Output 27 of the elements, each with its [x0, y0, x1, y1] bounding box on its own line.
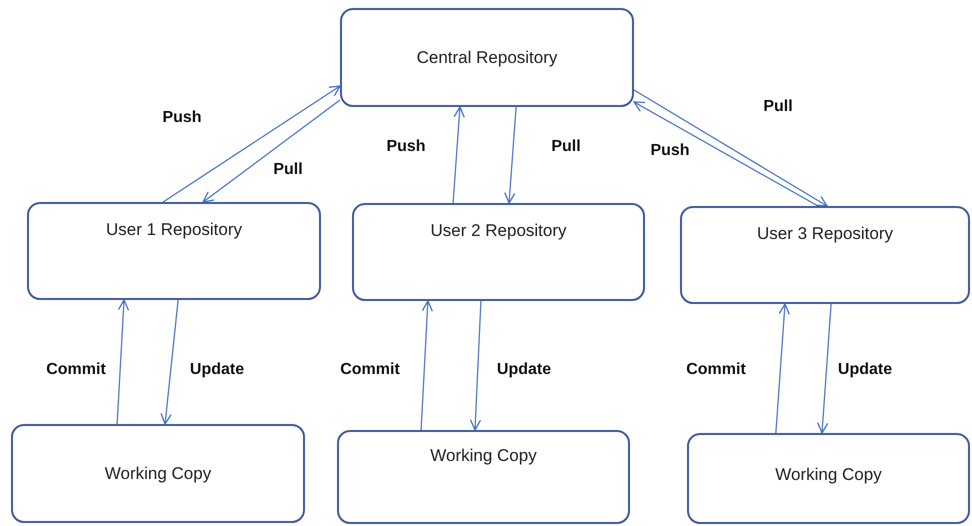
repository-box [27, 202, 321, 300]
repository-box [337, 430, 630, 524]
arrow [470, 300, 482, 431]
box-label: User 3 Repository [756, 224, 894, 244]
arrow [420, 300, 433, 430]
box-label: User 2 Repository [430, 221, 567, 241]
repository-box [11, 424, 305, 523]
repository-box [680, 206, 970, 304]
repository-box [340, 8, 634, 107]
box-label: User 1 Repository [106, 220, 242, 240]
repository-box [687, 433, 970, 524]
box-label: Working Copy [775, 465, 882, 485]
arrow [162, 85, 341, 202]
arrow [775, 303, 790, 434]
edge-label: Update [188, 361, 246, 379]
arrow [504, 106, 517, 204]
repository-box [352, 203, 645, 301]
box-label: Working Copy [104, 464, 212, 484]
arrow [202, 99, 340, 203]
edge-label: Update [836, 361, 894, 379]
edge-label: Update [494, 361, 554, 379]
arrow [817, 304, 832, 434]
box-label: Working Copy [430, 446, 537, 466]
box-label: Central Repository [416, 48, 558, 68]
arrow [160, 300, 179, 425]
arrow [116, 299, 130, 424]
arrow [452, 106, 465, 204]
